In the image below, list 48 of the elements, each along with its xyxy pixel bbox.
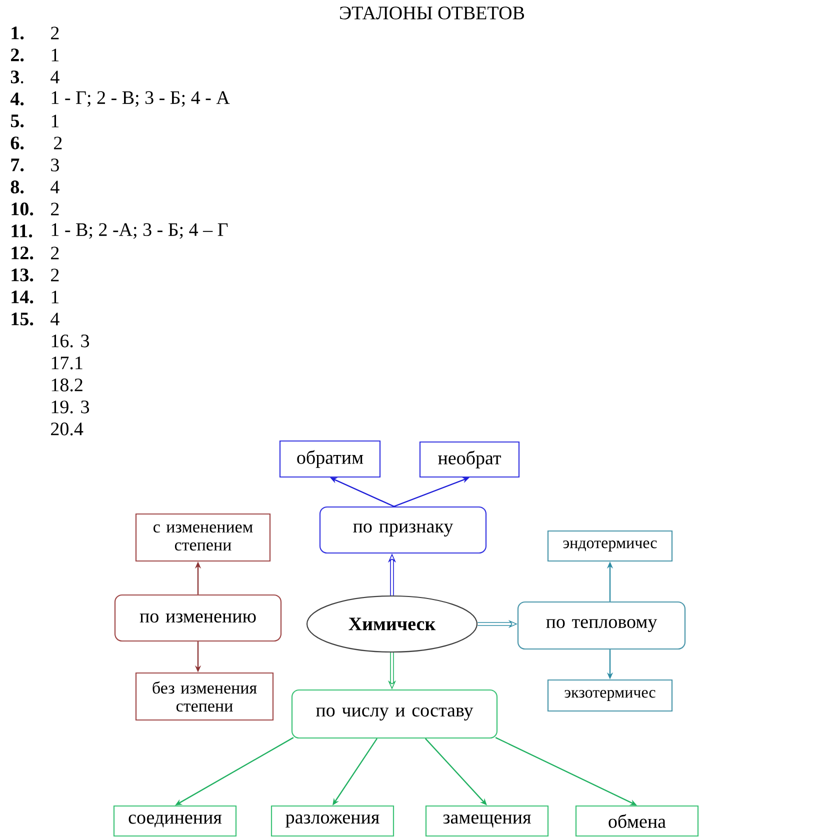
result-box: эндотермичес [547, 530, 673, 562]
question-number: 6. [10, 136, 24, 150]
question-number: 12. [12, 246, 34, 260]
answer-text: 4 [50, 70, 60, 84]
result-box: обмена [575, 805, 699, 837]
answer-text: 2 [51, 268, 59, 282]
answer-text: 4 [50, 180, 60, 194]
answer-text: 18.2 [52, 378, 82, 392]
answer-text: 20.4 [51, 422, 84, 436]
question-number: 10. [12, 202, 34, 216]
question-number: 5. [10, 114, 24, 128]
result-box: обратим [279, 440, 381, 478]
answer-text: 3 [51, 158, 59, 172]
answer-text: 19. 3 [52, 400, 90, 414]
answer-text: 1 - В; 2 -А; 3 - Б; 4 – Г [52, 223, 228, 239]
question-number: 8. [10, 180, 24, 194]
answer-text: 1 - Г; 2 - В; 3 - Б; 4 - А [52, 91, 230, 107]
answer-text: 17.1 [52, 356, 82, 370]
question-number: 1. [12, 26, 24, 40]
criterion-box: по тепловому [517, 601, 686, 650]
answer-text: 2 [54, 136, 62, 150]
result-box: необрат [419, 441, 520, 478]
result-box: разложения [270, 805, 394, 837]
question-number: 15. [12, 312, 34, 326]
question-number: 2. [11, 48, 24, 62]
answer-text: 2 [51, 26, 59, 40]
answer-text: 1 [52, 290, 59, 304]
answer-text: 2 [51, 202, 59, 216]
result-box: с изменением степени [135, 513, 271, 562]
question-number: 4. [10, 92, 24, 106]
criterion-box: по изменению [114, 594, 282, 642]
answer-text: 4 [50, 312, 60, 326]
result-box: замещения [425, 805, 549, 837]
answer-text: 1 [52, 114, 59, 128]
result-box: соединения [113, 805, 237, 837]
answer-text: 16. 3 [52, 334, 90, 348]
criterion-box: по признаку [319, 506, 487, 554]
question-number: 14. [12, 290, 34, 304]
question-number: 3. [10, 70, 24, 84]
result-box: без изменения степени [135, 672, 274, 721]
title: ЭТАЛОНЫ ОТВЕТОВ [340, 6, 524, 20]
question-number: 11. [12, 224, 32, 238]
answer-text: 2 [51, 246, 59, 260]
criterion-box: по числу и составу [291, 689, 498, 739]
question-number: 7. [11, 158, 24, 172]
result-box: экзотермичес [547, 679, 673, 712]
question-number: 13. [12, 268, 34, 282]
answer-text: 1 [52, 48, 59, 62]
